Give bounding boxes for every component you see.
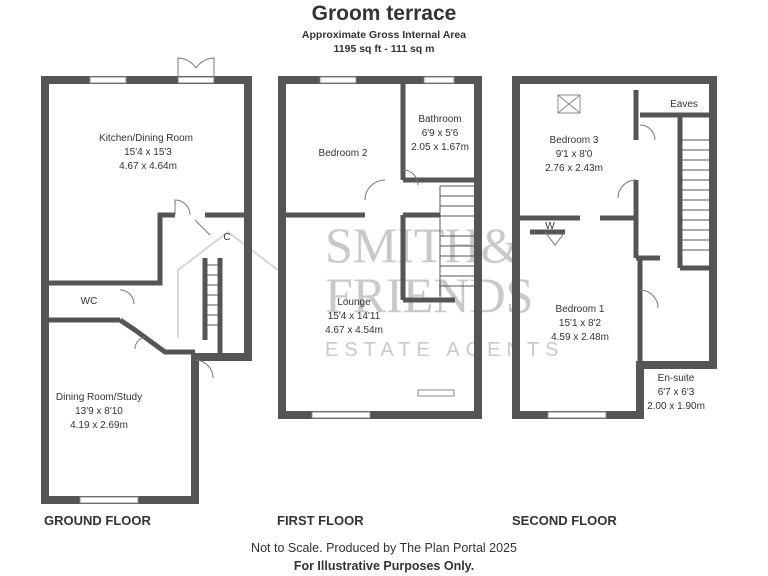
watermark-line3: ESTATE AGENTS bbox=[325, 339, 565, 361]
watermark-house-icon bbox=[177, 230, 279, 338]
bathroom-metric: 2.05 x 1.67m bbox=[411, 142, 469, 153]
footer-disclaimer: Not to Scale. Produced by The Plan Porta… bbox=[251, 541, 517, 555]
dining-name: Dining Room/Study bbox=[56, 392, 142, 403]
dining-imperial: 13'9 x 8'10 bbox=[75, 406, 123, 417]
bedroom1-metric: 4.59 x 2.48m bbox=[551, 332, 609, 343]
eaves-name: Eaves bbox=[670, 99, 698, 110]
bedroom2-name: Bedroom 2 bbox=[319, 148, 368, 159]
bedroom1-name: Bedroom 1 bbox=[556, 304, 605, 315]
bedroom3-skylight bbox=[557, 94, 581, 114]
second-outer-walls bbox=[512, 76, 717, 419]
kitchen-metric: 4.67 x 4.64m bbox=[119, 161, 177, 172]
second-stairs bbox=[680, 139, 710, 251]
wc-angled-wall bbox=[118, 317, 195, 355]
dining-metric: 4.19 x 2.69m bbox=[70, 420, 128, 431]
lounge-window-left bbox=[311, 411, 371, 419]
first-floor-plan: Bedroom 2 Bathroom 6'9 x 5'6 2.05 x 1.67… bbox=[278, 76, 482, 419]
ground-kitchen-window bbox=[89, 76, 127, 84]
bedroom2-window bbox=[319, 76, 357, 84]
first-outer-walls bbox=[278, 76, 482, 419]
plan-subtitle: Approximate Gross Internal Area bbox=[301, 29, 467, 41]
ground-french-doors bbox=[177, 57, 215, 84]
bathroom-window bbox=[423, 76, 455, 84]
ground-floor-label: GROUND FLOOR bbox=[44, 513, 151, 528]
footer-illustrative: For Illustrative Purposes Only. bbox=[293, 559, 475, 573]
kitchen-imperial: 15'4 x 15'3 bbox=[124, 147, 172, 158]
ground-stairs bbox=[207, 264, 220, 326]
cupboard-name: C bbox=[223, 232, 230, 243]
ground-dining-window bbox=[79, 496, 139, 504]
first-floor-label: FIRST FLOOR bbox=[277, 513, 364, 528]
bedroom3-name: Bedroom 3 bbox=[550, 135, 599, 146]
kitchen-name: Kitchen/Dining Room bbox=[99, 133, 193, 144]
lounge-metric: 4.67 x 4.54m bbox=[325, 325, 383, 336]
ensuite-imperial: 6'7 x 6'3 bbox=[658, 387, 695, 398]
wardrobe-name: W bbox=[545, 221, 555, 232]
bedroom3-metric: 2.76 x 2.43m bbox=[545, 163, 603, 174]
ensuite-metric: 2.00 x 1.90m bbox=[647, 401, 705, 412]
bathroom-imperial: 6'9 x 5'6 bbox=[422, 128, 459, 139]
ensuite-name: En-suite bbox=[658, 373, 695, 384]
ground-floor-plan: Kitchen/Dining Room 15'4 x 15'3 4.67 x 4… bbox=[41, 57, 252, 504]
watermark-line1: SMITH& bbox=[325, 217, 519, 273]
bedroom1-window bbox=[547, 411, 607, 419]
bathroom-name: Bathroom bbox=[418, 114, 461, 125]
bedroom3-imperial: 9'1 x 8'0 bbox=[556, 149, 593, 160]
second-floor-plan: Eaves Bedroom 3 9'1 x 8'0 2.76 x 2.43m W… bbox=[512, 76, 717, 419]
wc-name: WC bbox=[81, 296, 98, 307]
first-stairs bbox=[439, 185, 475, 296]
ground-outer-walls bbox=[41, 76, 252, 504]
lounge-name: Lounge bbox=[337, 297, 371, 308]
watermark: SMITH& FRIENDS ESTATE AGENTS bbox=[177, 217, 565, 361]
lounge-window-right bbox=[417, 389, 455, 397]
lounge-imperial: 15'4 x 14'11 bbox=[328, 311, 381, 322]
plan-title: Groom terrace bbox=[311, 2, 457, 25]
ground-kitchen-wall bbox=[45, 212, 175, 286]
bedroom1-imperial: 15'1 x 8'2 bbox=[559, 318, 602, 329]
second-floor-label: SECOND FLOOR bbox=[512, 513, 617, 528]
plan-area: 1195 sq ft - 111 sq m bbox=[333, 43, 435, 55]
watermark-line2: FRIENDS bbox=[325, 267, 533, 323]
